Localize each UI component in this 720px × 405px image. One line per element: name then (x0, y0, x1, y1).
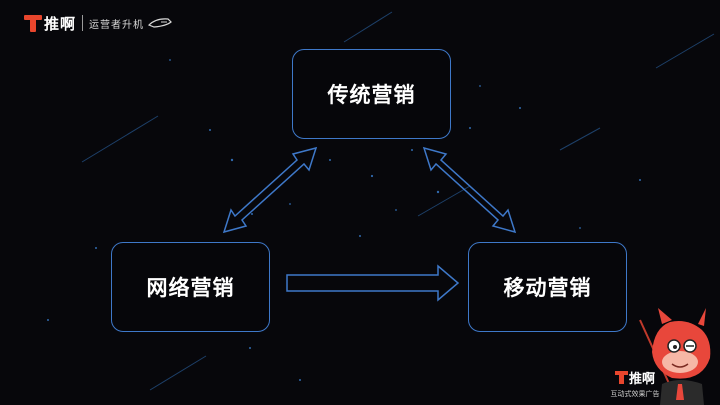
corner-brand-name: 推啊 (628, 372, 655, 387)
node-internet-marketing: 网络营销 (111, 242, 270, 332)
node-label: 移动营销 (503, 276, 592, 300)
arrow-left-right (286, 264, 460, 302)
corner-logo-t-icon (614, 371, 628, 384)
arrow-top-left (222, 146, 318, 234)
brand-name: 推啊 (44, 14, 77, 33)
corner-brand-tagline: 互动式效果广告 (610, 390, 660, 398)
node-mobile-marketing: 移动营销 (468, 242, 627, 332)
node-traditional-marketing: 传统营销 (292, 49, 451, 139)
corner-brand-logo: 推啊 互动式效果广告 (607, 368, 663, 399)
brand-logo: 推啊 运营者升机 (24, 12, 172, 34)
logo-divider (82, 15, 84, 31)
logo-t-icon (24, 14, 42, 32)
plane-icon (148, 18, 172, 28)
brand-slogan: 运营者升机 (89, 19, 145, 31)
node-label: 传统营销 (327, 83, 416, 107)
node-label: 网络营销 (146, 276, 235, 300)
arrow-top-right (422, 146, 517, 234)
mascot-icon (639, 308, 711, 405)
